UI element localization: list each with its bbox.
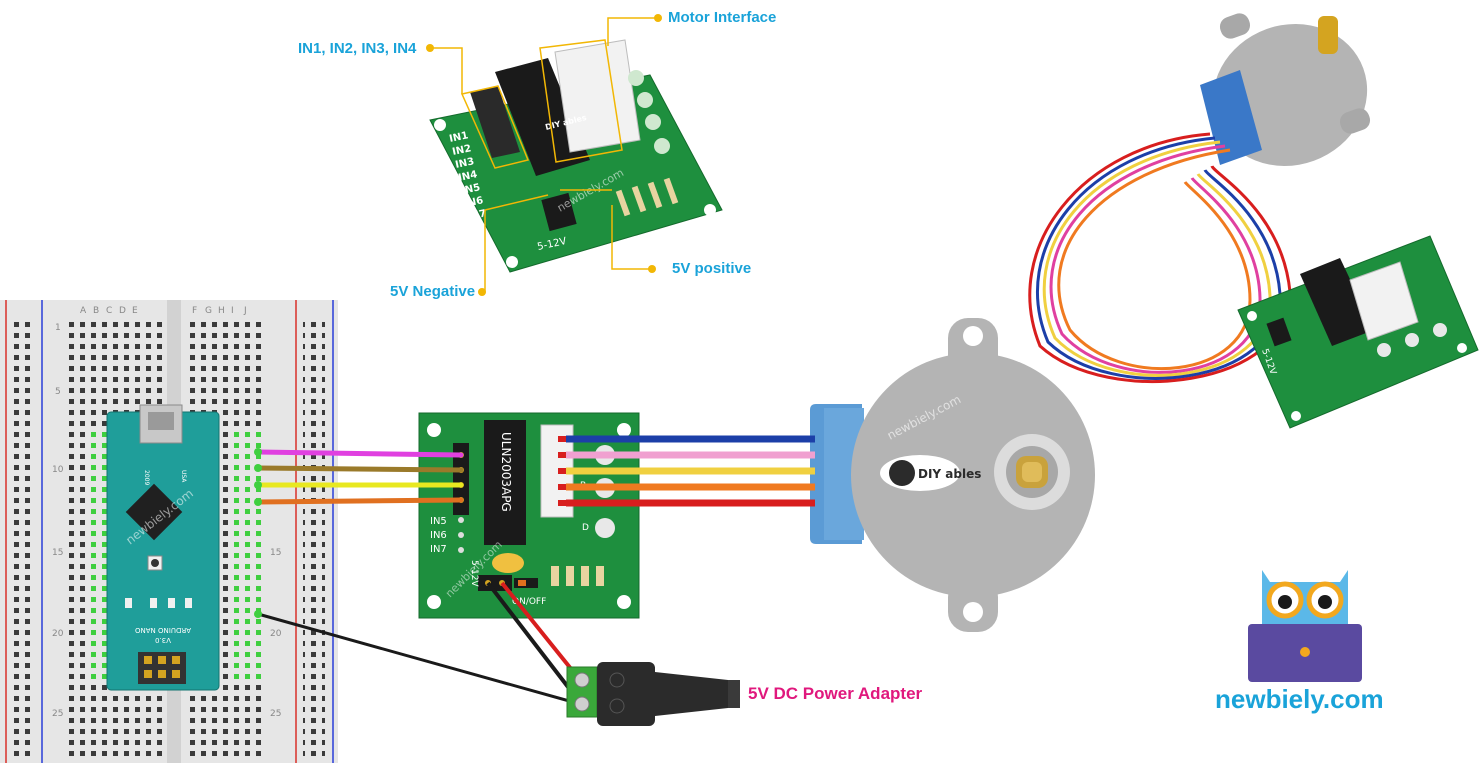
- bb-row-1: 1: [55, 323, 61, 333]
- nano-year: 2009: [143, 470, 150, 485]
- stepper-motor: DIY ables newbiely.com: [810, 318, 1095, 632]
- five-v-negative-label: 5V Negative: [390, 283, 476, 300]
- wire-in2: [255, 465, 464, 473]
- photo-pin-in7: IN7: [466, 208, 487, 223]
- power-wiring: [254, 581, 740, 726]
- bb-row-5: 5: [55, 387, 61, 397]
- bb-row-15: 15: [52, 548, 63, 558]
- bb-row-10: 10: [52, 465, 64, 475]
- photo-pin-in1: IN1: [448, 130, 469, 145]
- pin-in7: IN7: [430, 544, 447, 555]
- driver-board: IN5 IN6 IN7 ULN2003APG B D ON/O: [418, 412, 640, 619]
- wire-in4: [255, 497, 464, 505]
- bb-col-d: D: [119, 306, 126, 316]
- callout-dots: [426, 14, 662, 296]
- motor-interface-label: Motor Interface: [668, 9, 777, 26]
- bb-col-g: G: [205, 306, 212, 316]
- product-photo: 5-12V: [1028, 13, 1479, 429]
- pin-in6: IN6: [430, 530, 447, 541]
- bb-col-c: C: [106, 306, 112, 316]
- driver-board-photo: IN1 IN2 IN3 IN4 IN5 IN6 IN7 5-12V DIY ab…: [429, 39, 723, 273]
- led-d-label: D: [582, 523, 589, 533]
- ground-wire-nano: [257, 612, 581, 706]
- bb-col-e: E: [132, 306, 138, 316]
- negative-wire: [486, 581, 580, 702]
- driver-chip-label: ULN2003APG: [499, 432, 513, 512]
- signal-wires: [254, 448, 464, 506]
- five-v-positive-label: 5V positive: [672, 260, 752, 277]
- nano-version: V3.0: [155, 636, 171, 644]
- photo-pin-in6: IN6: [463, 195, 484, 210]
- photo-pin-in5: IN5: [460, 182, 481, 197]
- photo-pin-in2: IN2: [451, 143, 472, 158]
- pin-in5: IN5: [430, 516, 447, 527]
- wire-in1: [255, 449, 464, 458]
- nano-name: ARDUINO NANO: [135, 626, 191, 634]
- brand-name: newbiely.com: [1215, 684, 1384, 714]
- voltage-label: 5-12V: [469, 560, 479, 587]
- bb-row-25-right: 25: [270, 709, 281, 719]
- photo-pin-in4: IN4: [457, 169, 478, 184]
- photo-pin-in3: IN3: [454, 156, 475, 171]
- switch-label: ON/OFF: [512, 597, 546, 607]
- motor-wires: [566, 435, 815, 507]
- bb-col-j: J: [243, 306, 247, 316]
- motor-logo: DIY ables: [918, 467, 981, 481]
- bb-row-20: 20: [52, 629, 64, 639]
- bb-col-a: A: [80, 306, 87, 316]
- bb-row-20-right: 20: [270, 629, 282, 639]
- bb-col-f: F: [192, 306, 197, 316]
- bb-row-25: 25: [52, 709, 63, 719]
- bb-row-15-right: 15: [270, 548, 281, 558]
- bb-col-i: I: [231, 306, 234, 316]
- owl-mascot-icon: [1248, 570, 1362, 682]
- arduino-nano: ARDUINO NANO V3.0 2009 USA newbiely.com: [106, 404, 220, 691]
- nano-origin: USA: [180, 470, 187, 483]
- bb-col-b: B: [93, 306, 99, 316]
- inputs-label: IN1, IN2, IN3, IN4: [298, 40, 417, 57]
- positive-wire: [500, 581, 582, 682]
- bb-col-h: H: [218, 306, 225, 316]
- power-adapter-label: 5V DC Power Adapter: [748, 684, 923, 703]
